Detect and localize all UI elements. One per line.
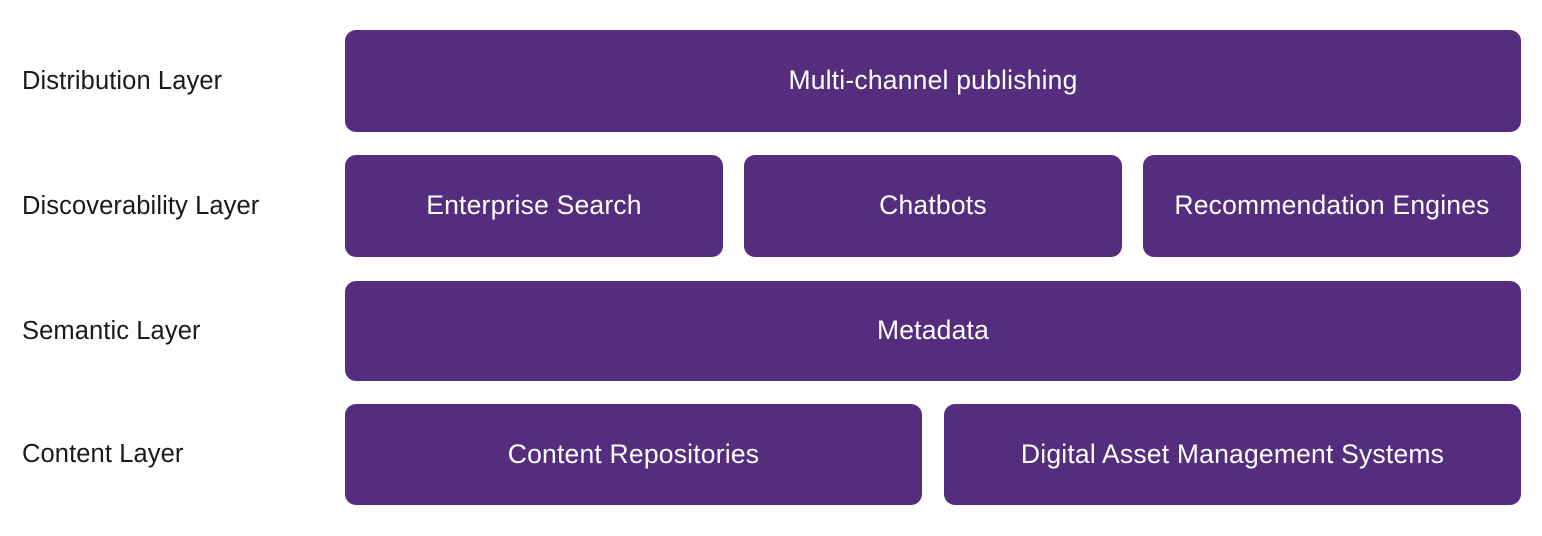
layer-boxes-discoverability: Enterprise Search Chatbots Recommendatio… [345,155,1542,257]
node-box-recommendation-engines[interactable]: Recommendation Engines [1143,155,1521,257]
node-box-multi-channel-publishing[interactable]: Multi-channel publishing [345,30,1521,132]
layer-row-content: Content Layer Content Repositories Digit… [0,404,1542,505]
layer-label-discoverability: Discoverability Layer [22,191,260,220]
layer-label-distribution: Distribution Layer [22,66,223,95]
layer-boxes-content: Content Repositories Digital Asset Manag… [345,404,1542,505]
layer-row-semantic: Semantic Layer Metadata [0,281,1542,381]
node-box-digital-asset-management-systems[interactable]: Digital Asset Management Systems [944,404,1521,505]
node-box-chatbots[interactable]: Chatbots [744,155,1122,257]
node-box-metadata[interactable]: Metadata [345,281,1521,381]
layer-row-distribution: Distribution Layer Multi-channel publish… [0,30,1542,132]
layer-boxes-distribution: Multi-channel publishing [345,30,1542,132]
node-box-enterprise-search[interactable]: Enterprise Search [345,155,723,257]
layer-label-content: Content Layer [22,440,184,468]
layer-label-semantic: Semantic Layer [22,316,201,345]
node-box-content-repositories[interactable]: Content Repositories [345,404,922,505]
layer-row-discoverability: Discoverability Layer Enterprise Search … [0,155,1542,257]
layer-boxes-semantic: Metadata [345,281,1542,381]
